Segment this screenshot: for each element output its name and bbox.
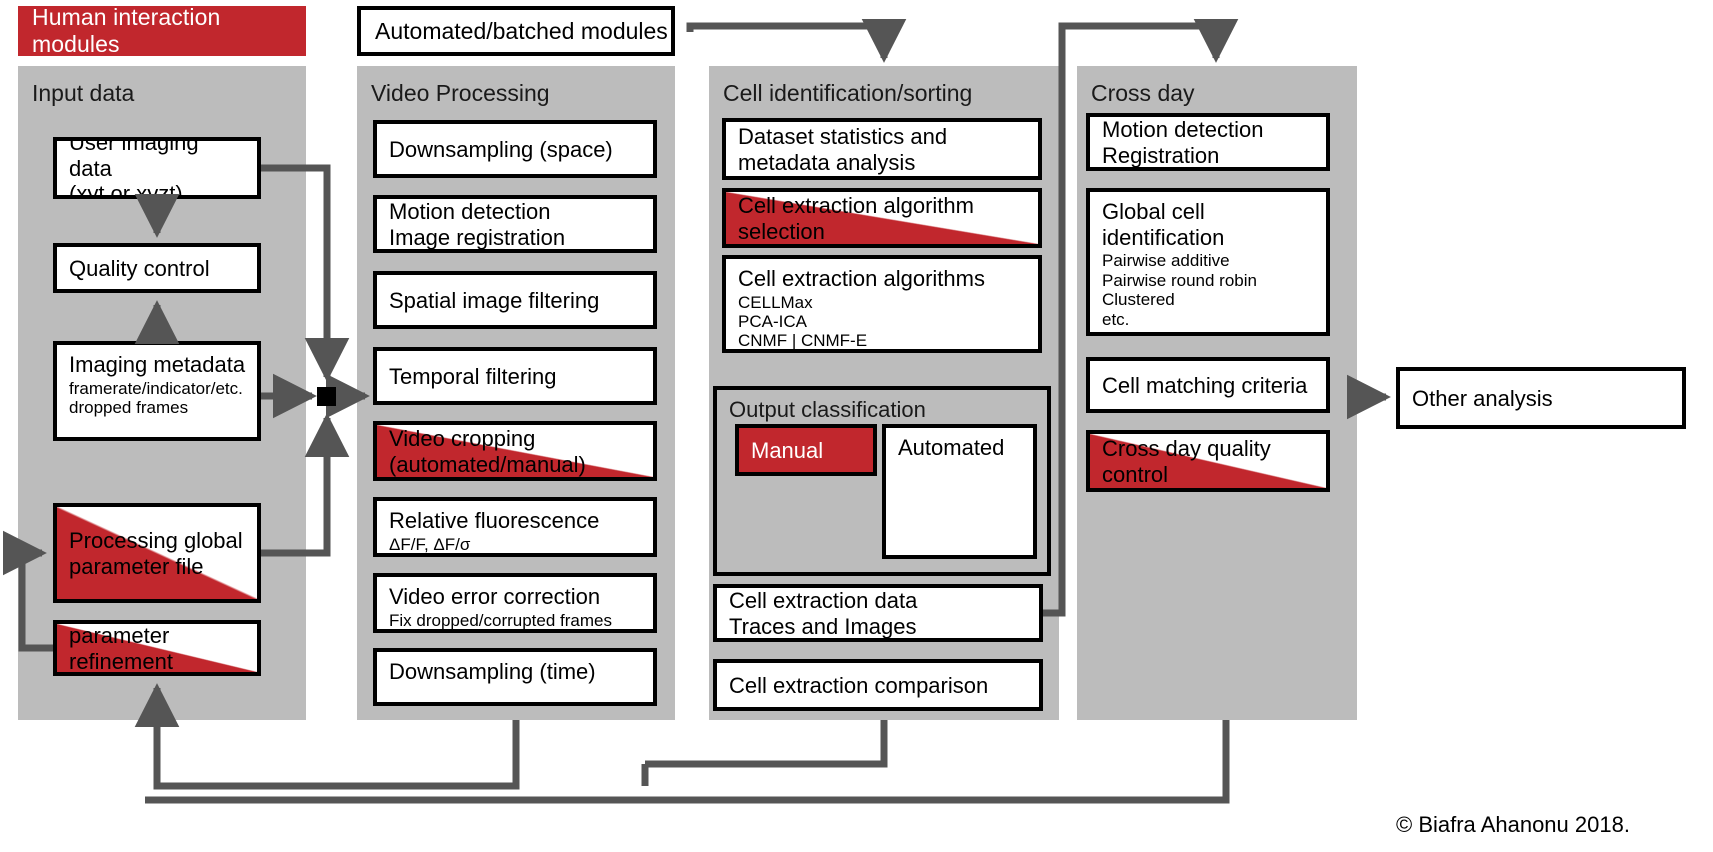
arrow-cross-day-loop: [145, 720, 1230, 804]
node-user-imaging-data-title: User imaging data (xyt or xyzt): [69, 137, 199, 199]
node-spatial-image-filtering[interactable]: Spatial image filtering: [373, 271, 657, 329]
node-global-cell-identification[interactable]: Global cell identification Pairwise addi…: [1086, 188, 1330, 336]
node-global-cell-identification-sub: Pairwise additive Pairwise round robin C…: [1102, 251, 1257, 329]
node-downsampling-space[interactable]: Downsampling (space): [373, 120, 657, 178]
node-relative-fluorescence-sub: ΔF/F, ΔF/σ: [389, 534, 471, 554]
node-video-cropping[interactable]: Video cropping (automated/manual): [373, 421, 657, 481]
node-video-error-correction-title: Video error correction: [389, 584, 601, 609]
node-automated-title: Automated: [898, 435, 1005, 460]
legend-automated-label: Automated/batched modules: [375, 17, 668, 44]
arrow-paramfile-to-junction: [261, 413, 350, 557]
node-motion-detection-registration[interactable]: Motion detection Registration: [1086, 113, 1330, 171]
node-manual[interactable]: Manual: [735, 424, 877, 476]
node-cell-extraction-comparison[interactable]: Cell extraction comparison: [713, 659, 1043, 711]
node-video-cropping-title: Video cropping (automated/manual): [389, 425, 586, 477]
node-global-cell-identification-title: Global cell identification: [1102, 199, 1225, 250]
node-relative-fluorescence[interactable]: Relative fluorescence ΔF/F, ΔF/σ: [373, 497, 657, 557]
node-imaging-metadata-title: Imaging metadata: [69, 352, 246, 377]
node-quality-control[interactable]: Quality control: [53, 243, 261, 293]
subpanel-output-classification-title: Output classification: [729, 397, 926, 422]
node-motion-detection-image-registration-title: Motion detection Image registration: [389, 198, 566, 250]
node-cell-matching-criteria[interactable]: Cell matching criteria: [1086, 357, 1330, 413]
node-spatial-image-filtering-title: Spatial image filtering: [389, 287, 600, 313]
node-video-error-correction-sub: Fix dropped/corrupted frames: [389, 610, 612, 630]
node-parameter-refinement-title: parameter refinement: [69, 622, 173, 674]
copyright-credit: © Biafra Ahanonu 2018.: [1396, 812, 1630, 837]
node-processing-global-parameter-file-title: Processing global parameter file: [69, 527, 243, 579]
node-processing-global-parameter-file[interactable]: Processing global parameter file: [53, 503, 261, 603]
node-imaging-metadata[interactable]: Imaging metadata framerate/indicator/etc…: [53, 341, 261, 441]
node-imaging-metadata-sub: framerate/indicator/etc. dropped frames: [69, 378, 243, 418]
panel-cross-day-title: Cross day: [1091, 80, 1195, 106]
node-parameter-refinement[interactable]: parameter refinement: [53, 620, 261, 676]
legend-human-label: Human interaction modules: [32, 4, 221, 57]
arrow-top-to-cell-id: [686, 18, 907, 63]
node-motion-detection-registration-title: Motion detection Registration: [1102, 116, 1264, 168]
arrow-refinement-to-paramfile: [2, 530, 53, 652]
node-dataset-statistics[interactable]: Dataset statistics and metadata analysis: [722, 118, 1042, 180]
node-cell-extraction-algorithms-title: Cell extraction algorithms: [738, 266, 985, 291]
node-quality-control-title: Quality control: [69, 255, 210, 281]
node-temporal-filtering[interactable]: Temporal filtering: [373, 347, 657, 405]
node-cell-matching-criteria-title: Cell matching criteria: [1102, 372, 1308, 398]
node-dataset-statistics-title: Dataset statistics and metadata analysis: [738, 123, 948, 175]
arrow-user-to-junction: [261, 164, 350, 382]
node-relative-fluorescence-title: Relative fluorescence: [389, 508, 600, 533]
node-automated[interactable]: Automated: [882, 424, 1037, 559]
node-temporal-filtering-title: Temporal filtering: [389, 363, 557, 389]
node-cross-day-quality-control-title: Cross day quality control: [1102, 435, 1271, 487]
node-cell-extraction-data-title: Cell extraction data Traces and Images: [729, 587, 918, 639]
legend-human-interaction: Human interaction modules: [18, 4, 306, 57]
panel-cell-identification-sorting-title: Cell identification/sorting: [723, 80, 973, 106]
arrow-video-loop-to-refinement: [134, 683, 520, 790]
node-cell-extraction-data[interactable]: Cell extraction data Traces and Images: [713, 584, 1043, 642]
panel-video-processing-title: Video Processing: [371, 80, 550, 106]
legend-automated-batched: Automated/batched modules: [357, 6, 675, 56]
arrow-top-to-cross-day: [1058, 18, 1239, 63]
node-other-analysis-title: Other analysis: [1412, 385, 1553, 411]
node-manual-title: Manual: [751, 437, 824, 463]
node-downsampling-time[interactable]: Downsampling (time): [373, 648, 657, 706]
node-cross-day-quality-control[interactable]: Cross day quality control: [1086, 430, 1330, 492]
node-cell-extraction-algorithm-selection-title: Cell extraction algorithm selection: [738, 192, 974, 244]
node-motion-detection-image-registration[interactable]: Motion detection Image registration: [373, 195, 657, 253]
arrow-extraction-data-to-cross-day: [1043, 42, 1066, 617]
arrow-cell-id-loop: [645, 720, 888, 768]
junction-marker: [317, 387, 336, 406]
node-downsampling-space-title: Downsampling (space): [389, 136, 613, 162]
node-cell-extraction-algorithm-selection[interactable]: Cell extraction algorithm selection: [722, 188, 1042, 248]
node-cell-extraction-comparison-title: Cell extraction comparison: [729, 672, 989, 698]
node-cell-extraction-algorithms-sub: CELLMax PCA-ICA CNMF | CNMF-E EXTRACT | …: [738, 292, 868, 351]
panel-input-data-title: Input data: [32, 80, 135, 106]
node-downsampling-time-title: Downsampling (time): [389, 659, 596, 684]
node-video-error-correction[interactable]: Video error correction Fix dropped/corru…: [373, 573, 657, 633]
node-cell-extraction-algorithms[interactable]: Cell extraction algorithms CELLMax PCA-I…: [722, 255, 1042, 353]
node-other-analysis[interactable]: Other analysis: [1396, 367, 1686, 429]
